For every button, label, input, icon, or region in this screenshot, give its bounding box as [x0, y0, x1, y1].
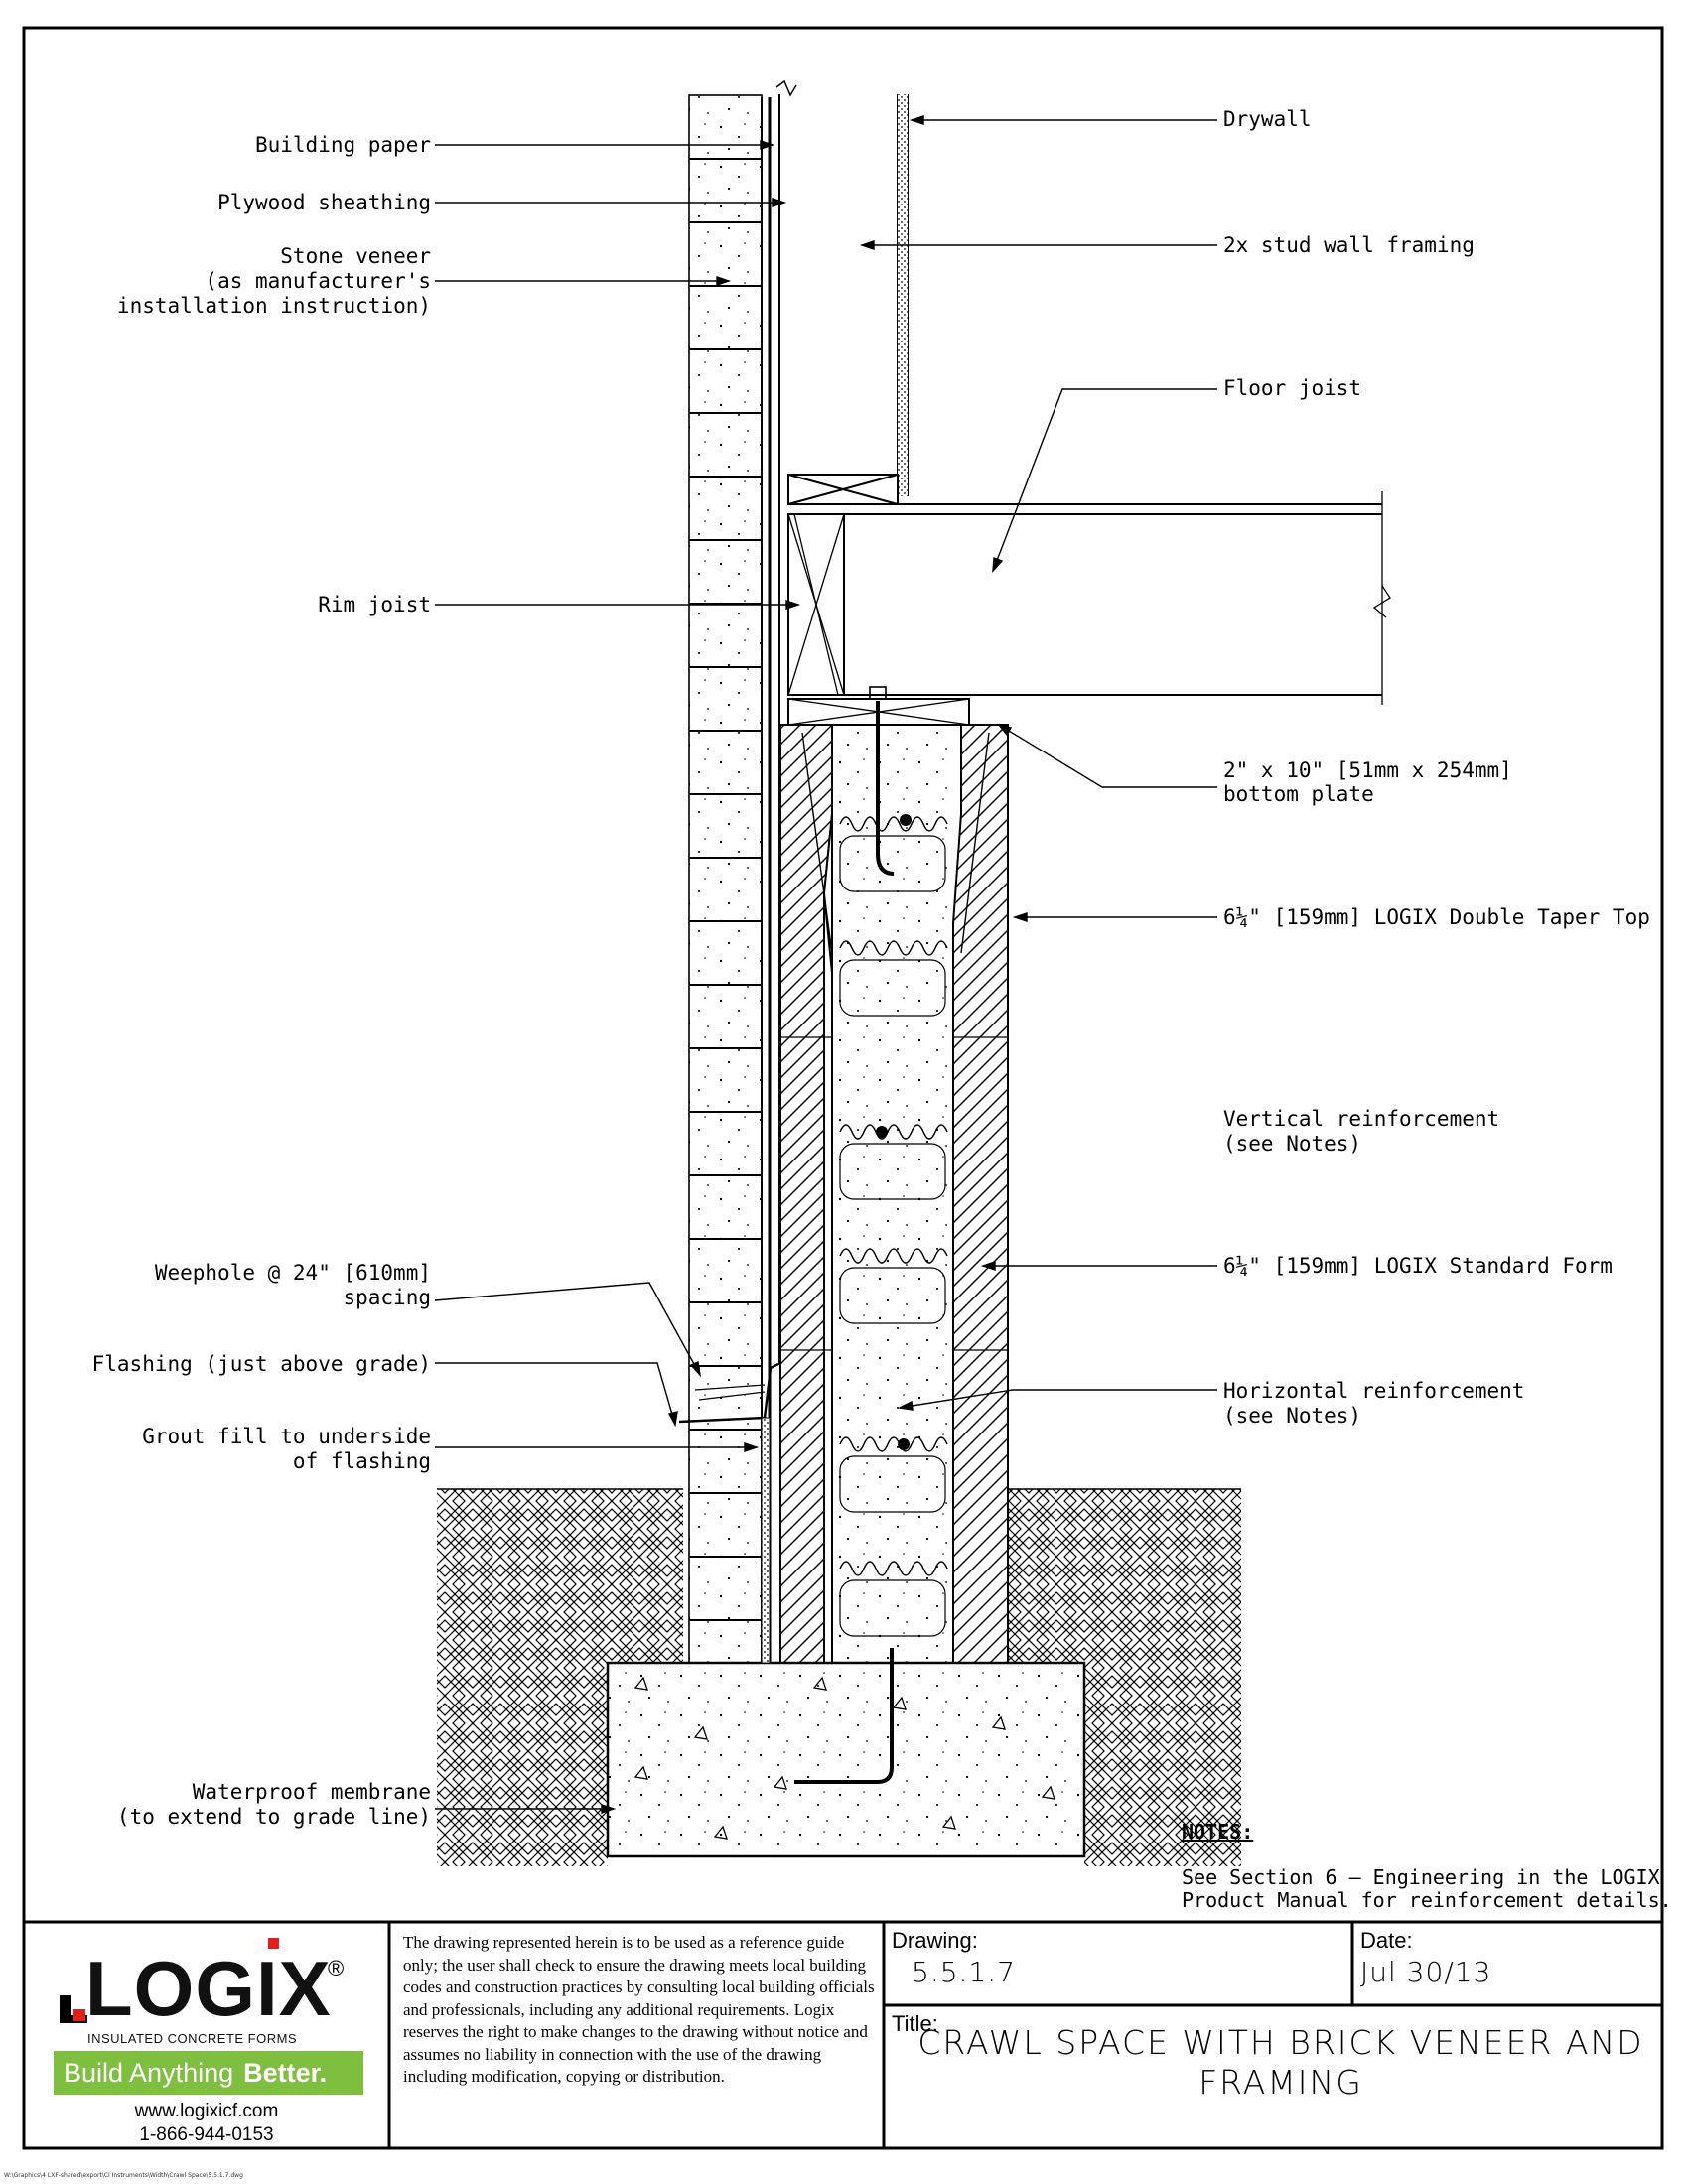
label-vertical-reinforcement-2: (see Notes)	[1223, 1132, 1361, 1156]
grout-fill	[761, 1417, 771, 1664]
label-drywall: Drywall	[1223, 107, 1312, 131]
icf-web-opening	[839, 1455, 946, 1513]
icf-tie	[839, 816, 948, 832]
label-floor-joist: Floor joist	[1223, 376, 1361, 400]
label-bottom-plate-2: bottom plate	[1223, 782, 1374, 806]
tagline-better: Better.	[243, 2058, 328, 2088]
right-labels: Drywall 2x stud wall framing Floor joist…	[1223, 107, 1650, 1428]
icf-web-opening	[839, 959, 946, 1017]
stone-veneer-wall	[688, 94, 763, 1664]
logo-subtitle: INSULATED CONCRETE FORMS	[87, 2031, 298, 2046]
title-label: Title:	[892, 2011, 938, 2036]
date-label: Date:	[1360, 1928, 1413, 1953]
flashing	[678, 1362, 779, 1424]
icf-ties	[839, 816, 948, 1637]
label-rim-joist: Rim joist	[318, 593, 431, 616]
label-vertical-reinforcement: Vertical reinforcement	[1223, 1107, 1499, 1131]
phone-number: 1-866-944-0153	[139, 2124, 274, 2145]
left-labels: Building paper Plywood sheathing Stone v…	[92, 133, 431, 1829]
notes: NOTES: See Section 6 – Engineering in th…	[1182, 1820, 1672, 1912]
label-stud-wall: 2x stud wall framing	[1223, 233, 1475, 257]
horizontal-reinforcement	[876, 814, 912, 1450]
label-grout-fill: Grout fill to underside	[142, 1425, 431, 1448]
concrete-footing	[606, 1661, 1086, 1858]
label-stone-veneer-3: installation instruction)	[117, 294, 431, 318]
veneer-outline	[688, 94, 763, 1664]
logix-logo: LOGIX ® INSULATED CONCRETE FORMS Build A…	[24, 1922, 389, 2148]
label-grout-fill-2: of flashing	[293, 1449, 431, 1473]
floor-joist	[788, 491, 1391, 705]
label-standard-form: 6¼" [159mm] LOGIX Standard Form	[1223, 1254, 1613, 1278]
title-block-frame	[24, 1920, 1662, 2148]
drawing-title-line-2: FRAMING	[1198, 2063, 1363, 2102]
label-waterproof-membrane: Waterproof membrane	[193, 1780, 431, 1804]
icf-tie	[839, 1561, 948, 1576]
tagline-build-anything: Build Anything	[64, 2058, 234, 2088]
logo-wordmark: LOGIX	[85, 1945, 332, 2032]
label-stone-veneer-2: (as manufacturer's	[205, 269, 431, 293]
icf-tie	[839, 1248, 948, 1264]
icf-web-opening	[839, 835, 946, 892]
vertical-reinforcement	[794, 701, 895, 1784]
label-stone-veneer: Stone veneer	[280, 244, 431, 268]
label-double-taper-top: 6¼" [159mm] LOGIX Double Taper Top	[1223, 905, 1650, 929]
logo-registered-mark: ®	[328, 1956, 345, 1980]
date-value: Jul 30/13	[1360, 1956, 1492, 1988]
sheet-border	[22, 26, 1664, 2150]
drawing-title-line-1: CRAWL SPACE WITH BRICK VENEER AND	[917, 2023, 1644, 2062]
website-link[interactable]: www.logixicf.com	[134, 2101, 279, 2121]
drawing-title: CRAWL SPACE WITH BRICK VENEER AND FRAMIN…	[894, 2023, 1668, 2103]
icf-web-opening	[839, 1267, 946, 1324]
drawing-label: Drawing:	[892, 1928, 978, 1953]
icf-web-opening	[839, 1579, 946, 1637]
label-weephole: Weephole @ 24" [610mm]	[155, 1261, 431, 1285]
label-weephole-2: spacing	[343, 1286, 431, 1309]
label-flashing: Flashing (just above grade)	[92, 1352, 431, 1376]
label-horizontal-reinforcement: Horizontal reinforcement	[1223, 1379, 1524, 1403]
notes-heading: NOTES:	[1182, 1820, 1253, 1843]
drawing-number: 5.5.1.7	[912, 1956, 1016, 1988]
soil-grade	[437, 1488, 1241, 1866]
icf-tie	[839, 940, 948, 956]
icf-web-opening	[839, 1143, 946, 1200]
disclaimer-text: The drawing represented herein is to be …	[403, 1933, 875, 2086]
leader-lines	[434, 115, 1217, 1814]
logo-tagline: Build Anything Better.	[54, 2051, 363, 2095]
label-horizontal-reinforcement-2: (see Notes)	[1223, 1404, 1361, 1428]
logo-mark	[60, 1938, 279, 2023]
label-bottom-plate: 2" x 10" [51mm x 254mm]	[1223, 758, 1512, 782]
icf-tie	[839, 1124, 948, 1140]
label-plywood-sheathing: Plywood sheathing	[217, 191, 431, 214]
icf-tie	[839, 1436, 948, 1452]
icf-wall-forms	[779, 724, 1009, 1664]
file-path: W:\Graphics\4 LXF-shared\export\CI Instr…	[4, 2172, 243, 2179]
notes-line-2: Product Manual for reinforcement details…	[1182, 1888, 1672, 1912]
label-building-paper: Building paper	[255, 133, 431, 157]
notes-line-1: See Section 6 – Engineering in the LOGIX	[1182, 1865, 1660, 1889]
label-waterproof-membrane-2: (to extend to grade line)	[117, 1805, 431, 1829]
